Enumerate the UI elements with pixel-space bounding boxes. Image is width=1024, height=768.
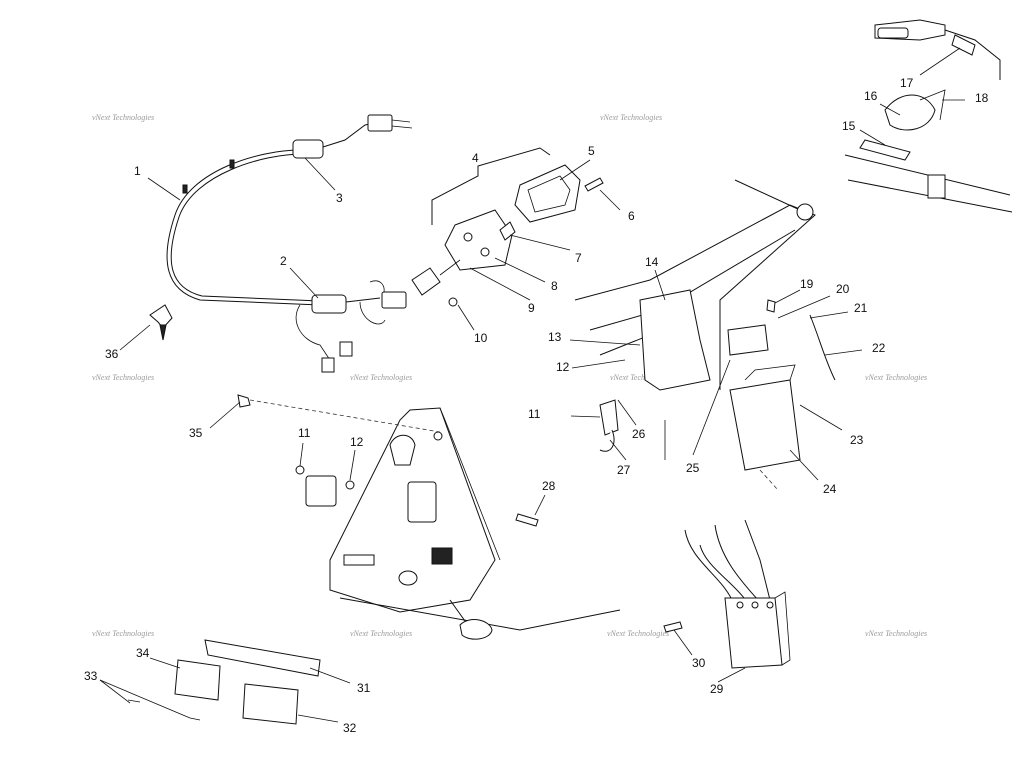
callout-27: 27	[617, 463, 631, 477]
battery-frame	[574, 179, 836, 491]
callout-29: 29	[710, 682, 724, 696]
callout-9: 9	[528, 301, 535, 315]
watermark: vNext Technologies	[607, 629, 669, 638]
callout-14: 14	[645, 255, 659, 269]
callout-35: 35	[189, 426, 203, 440]
callout-7: 7	[575, 251, 582, 265]
watermark: vNext Technologies	[92, 629, 154, 638]
callout-17: 17	[900, 76, 914, 90]
callout-34: 34	[136, 646, 150, 660]
watermark: vNext Technologies	[92, 113, 154, 122]
callout-31: 31	[357, 681, 371, 695]
callout-28: 28	[542, 479, 556, 493]
direction-marker	[149, 304, 173, 341]
modules-left	[127, 465, 355, 725]
watermark: vNext Technologies	[865, 629, 927, 638]
callout-20: 20	[836, 282, 850, 296]
callout-30: 30	[692, 656, 706, 670]
watermarks: vNext Technologies vNext Technologies vN…	[92, 113, 927, 638]
callout-6: 6	[628, 209, 635, 223]
callout-10: 10	[474, 331, 488, 345]
handlebar-detail	[844, 19, 1013, 213]
callout-36: 36	[105, 347, 119, 361]
callout-19: 19	[800, 277, 814, 291]
callout-16: 16	[864, 89, 878, 103]
callout-3: 3	[336, 191, 343, 205]
callout-32: 32	[343, 721, 357, 735]
callout-13: 13	[548, 330, 562, 344]
callout-labels: 1 2 3 4 5 6 7 8 9 10 11 12 13 14 15 16 1…	[84, 76, 989, 735]
tail-light-assembly	[411, 147, 604, 307]
mounting-frame	[204, 394, 621, 677]
watermark: vNext Technologies	[350, 629, 412, 638]
watermark: vNext Technologies	[350, 373, 412, 382]
callout-4: 4	[472, 151, 479, 165]
leader-lines	[99, 47, 965, 723]
callout-18: 18	[975, 91, 989, 105]
watermark: vNext Technologies	[600, 113, 662, 122]
callout-33: 33	[84, 669, 98, 683]
callout-12-right: 12	[556, 360, 570, 374]
callout-22: 22	[872, 341, 886, 355]
watermark: vNext Technologies	[92, 373, 154, 382]
callout-5: 5	[588, 144, 595, 158]
callout-8: 8	[551, 279, 558, 293]
callout-26: 26	[632, 427, 646, 441]
callout-11-right: 11	[528, 407, 541, 421]
regulator	[663, 519, 791, 669]
callout-24: 24	[823, 482, 837, 496]
callout-1: 1	[134, 164, 141, 178]
wiring-harness	[166, 114, 413, 373]
callout-2: 2	[280, 254, 287, 268]
watermark: vNext Technologies	[865, 373, 927, 382]
callout-15: 15	[842, 119, 856, 133]
callout-21: 21	[854, 301, 868, 315]
callout-23: 23	[850, 433, 864, 447]
callout-12-left: 12	[350, 435, 364, 449]
callout-25: 25	[686, 461, 700, 475]
watermark: vNext Technologies	[610, 373, 672, 382]
callout-11-left: 11	[298, 426, 311, 440]
